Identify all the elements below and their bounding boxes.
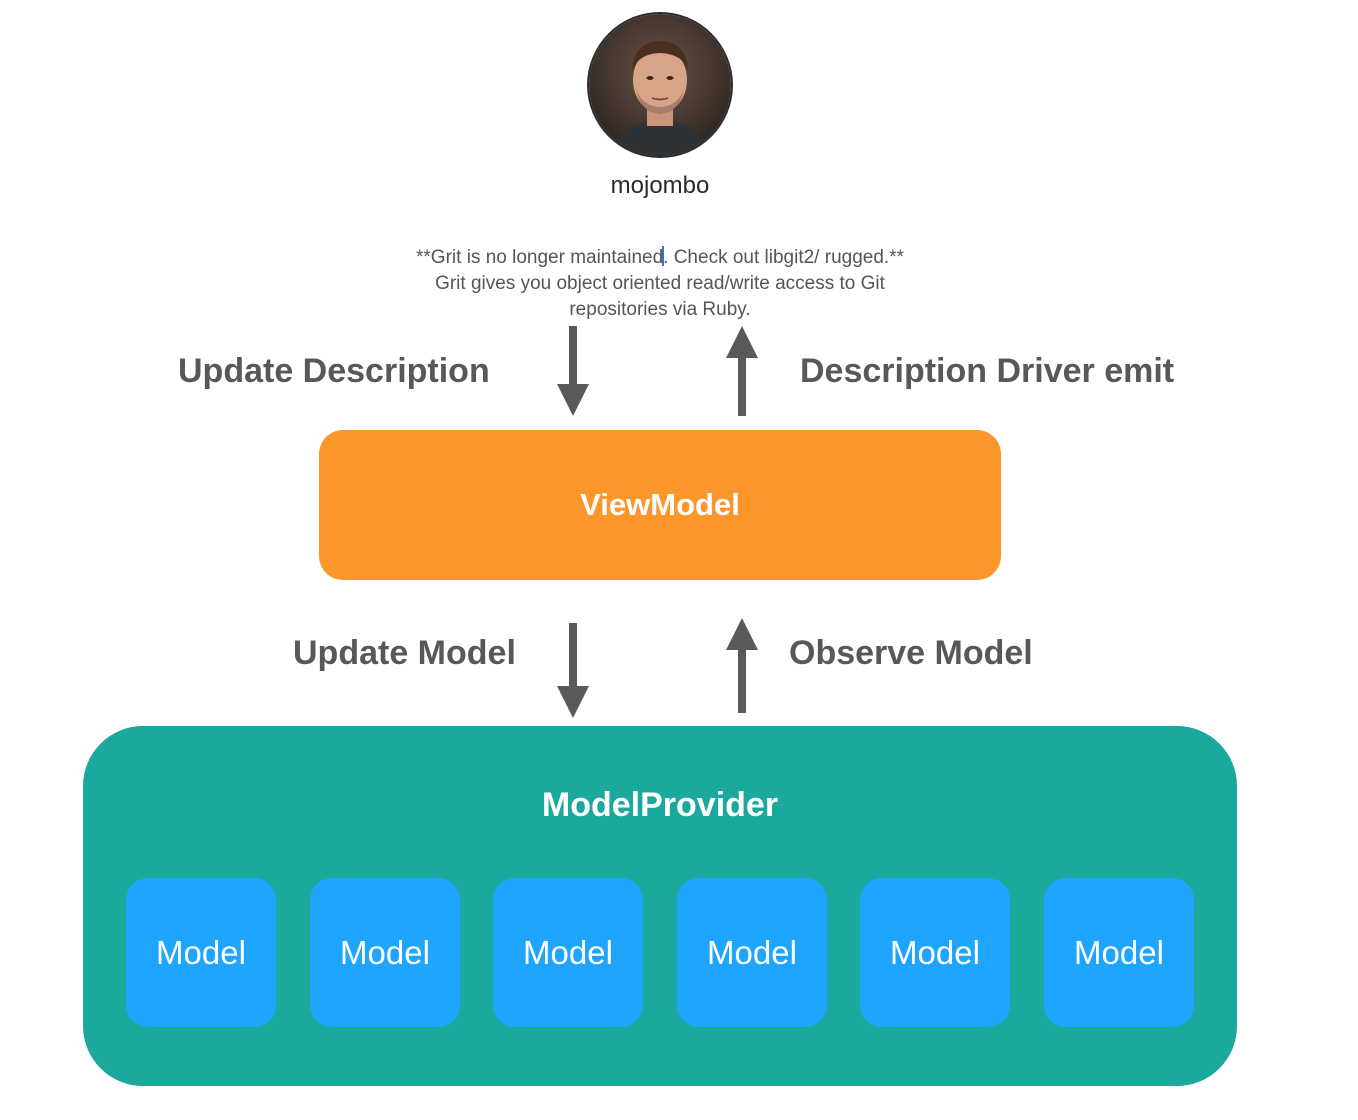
update-model-label: Update Model — [293, 634, 516, 672]
user-avatar-photo-icon — [589, 14, 731, 156]
model-box: Model — [860, 878, 1010, 1027]
viewmodel-box: ViewModel — [319, 430, 1001, 580]
model-box: Model — [1044, 878, 1194, 1027]
arrow-up-icon — [722, 618, 762, 713]
update-description-label: Update Description — [178, 352, 490, 390]
description-driver-emit-label: Description Driver emit — [800, 352, 1175, 390]
model-label: Model — [340, 933, 430, 971]
model-box: Model — [126, 878, 276, 1027]
model-box: Model — [493, 878, 643, 1027]
model-label: Model — [890, 933, 980, 971]
description-text-part2: . Check out libgit2/ rugged.** Grit give… — [435, 247, 904, 320]
arrow-down-icon — [553, 326, 593, 416]
text-cursor — [662, 246, 665, 266]
model-provider-box: ModelProvider Model Model Model Model Mo… — [83, 726, 1237, 1086]
arrow-up-icon — [722, 326, 762, 416]
model-box: Model — [677, 878, 827, 1027]
username: mojombo — [610, 172, 710, 199]
avatar — [589, 14, 731, 156]
model-provider-title: ModelProvider — [541, 786, 779, 824]
observe-model-label: Observe Model — [789, 634, 1033, 672]
model-label: Model — [707, 933, 797, 971]
repo-description[interactable]: **Grit is no longer maintained. Check ou… — [400, 245, 920, 323]
model-label: Model — [523, 933, 613, 971]
description-text-part1: **Grit is no longer maintained — [416, 247, 664, 268]
model-label: Model — [1074, 933, 1164, 971]
model-box: Model — [310, 878, 460, 1027]
model-label: Model — [156, 933, 246, 971]
arrow-down-icon — [553, 623, 593, 718]
viewmodel-label: ViewModel — [580, 487, 740, 522]
